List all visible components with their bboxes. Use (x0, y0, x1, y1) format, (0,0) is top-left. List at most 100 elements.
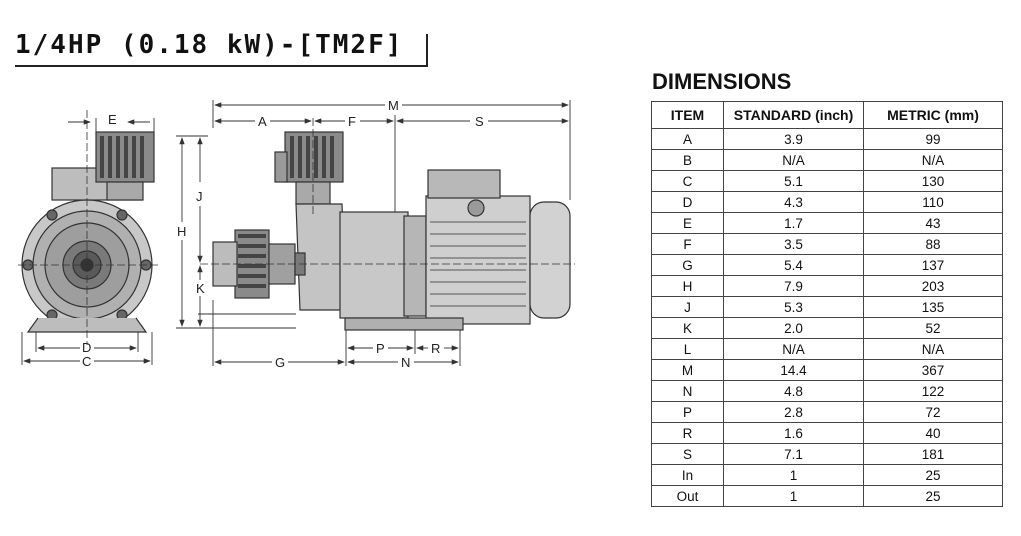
cell-standard-inch: 3.5 (723, 233, 864, 255)
dim-label-p: P (376, 341, 385, 356)
cell-standard-inch: 5.3 (723, 296, 864, 318)
cell-item: D (651, 191, 724, 213)
dimensions-heading: DIMENSIONS (652, 69, 792, 94)
table-header-row: ITEM STANDARD (inch) METRIC (mm) (651, 101, 1003, 129)
cell-standard-inch: 14.4 (723, 359, 864, 381)
cell-item: F (651, 233, 724, 255)
cell-metric-mm: 130 (863, 170, 1003, 192)
cell-item: K (651, 317, 724, 339)
cell-standard-inch: N/A (723, 149, 864, 171)
title-underline (15, 65, 428, 67)
cell-standard-inch: 7.1 (723, 443, 864, 465)
dim-label-k: K (196, 281, 205, 296)
cell-metric-mm: 72 (863, 401, 1003, 423)
cell-metric-mm: N/A (863, 149, 1003, 171)
cell-standard-inch: 2.0 (723, 317, 864, 339)
cell-item: In (651, 464, 724, 486)
cell-item: B (651, 149, 724, 171)
cell-metric-mm: 367 (863, 359, 1003, 381)
side-view-dimensions (176, 100, 571, 366)
cell-standard-inch: 1.6 (723, 422, 864, 444)
cell-metric-mm: 181 (863, 443, 1003, 465)
column-header-standard: STANDARD (inch) (723, 101, 864, 129)
cell-metric-mm: 110 (863, 191, 1003, 213)
dim-label-h: H (177, 224, 186, 239)
cell-metric-mm: 43 (863, 212, 1003, 234)
cell-standard-inch: 1 (723, 485, 864, 507)
cell-metric-mm: 25 (863, 485, 1003, 507)
dim-label-c: C (82, 354, 91, 369)
cell-metric-mm: 137 (863, 254, 1003, 276)
side-view (200, 118, 575, 331)
cell-item: L (651, 338, 724, 360)
cell-standard-inch: 5.1 (723, 170, 864, 192)
title-bracket (426, 34, 428, 67)
cell-metric-mm: 40 (863, 422, 1003, 444)
cell-item: G (651, 254, 724, 276)
cell-metric-mm: 88 (863, 233, 1003, 255)
dim-label-f: F (348, 114, 356, 129)
cell-standard-inch: 4.3 (723, 191, 864, 213)
cell-standard-inch: N/A (723, 338, 864, 360)
cell-item: C (651, 170, 724, 192)
cell-standard-inch: 1 (723, 464, 864, 486)
cell-item: R (651, 422, 724, 444)
cell-item: E (651, 212, 724, 234)
cell-metric-mm: 99 (863, 128, 1003, 150)
cell-standard-inch: 5.4 (723, 254, 864, 276)
front-view-dimensions (21, 118, 155, 365)
cell-metric-mm: 135 (863, 296, 1003, 318)
dim-label-a: A (258, 114, 267, 129)
cell-item: J (651, 296, 724, 318)
front-view (18, 110, 160, 345)
cell-standard-inch: 7.9 (723, 275, 864, 297)
cell-metric-mm: N/A (863, 338, 1003, 360)
dim-label-r: R (431, 341, 440, 356)
page-title: 1/4HP (0.18 kW)-[TM2F] (15, 30, 404, 60)
cell-item: A (651, 128, 724, 150)
column-header-metric: METRIC (mm) (863, 101, 1003, 129)
cell-standard-inch: 4.8 (723, 380, 864, 402)
dim-label-d: D (82, 340, 91, 355)
column-header-item: ITEM (651, 101, 724, 129)
cell-metric-mm: 25 (863, 464, 1003, 486)
cell-item: Out (651, 485, 724, 507)
dim-label-g: G (275, 355, 285, 370)
cell-standard-inch: 2.8 (723, 401, 864, 423)
cell-item: N (651, 380, 724, 402)
dim-label-m: M (388, 98, 399, 113)
cell-metric-mm: 52 (863, 317, 1003, 339)
pump-dimension-drawing: E D C (18, 98, 575, 370)
cell-item: S (651, 443, 724, 465)
cell-item: P (651, 401, 724, 423)
cell-metric-mm: 203 (863, 275, 1003, 297)
cell-item: H (651, 275, 724, 297)
cell-standard-inch: 3.9 (723, 128, 864, 150)
cell-item: M (651, 359, 724, 381)
dim-label-n: N (401, 355, 410, 370)
cell-standard-inch: 1.7 (723, 212, 864, 234)
cell-metric-mm: 122 (863, 380, 1003, 402)
dim-label-s: S (475, 114, 484, 129)
dim-label-j: J (196, 189, 203, 204)
